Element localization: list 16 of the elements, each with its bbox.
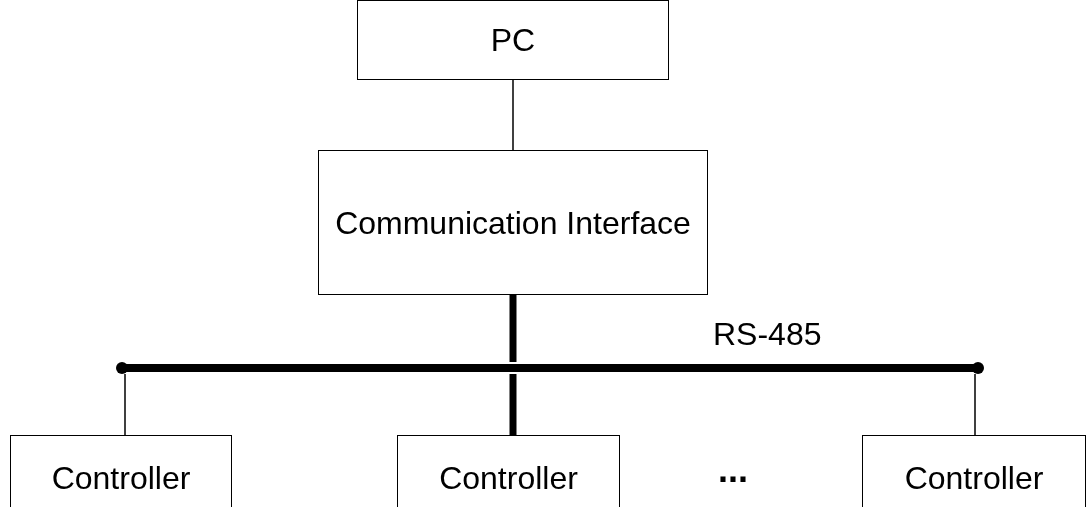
box-text: Communication Interface [335,203,691,243]
bus-label: RS-485 [713,318,822,350]
device-box [357,0,669,80]
box-text: Controller [51,459,191,498]
device-box [397,435,620,507]
box-text: Controller [439,459,578,498]
ellipsis-label: ... [718,452,748,488]
device-box [318,150,708,295]
connector-line [124,373,126,436]
device-box [10,435,232,507]
bus-line [116,362,984,374]
device-box [862,435,1086,507]
box-text: Controller [904,459,1044,498]
connector-line [512,79,514,151]
box-text: PC [490,21,536,60]
connector-line [974,373,976,436]
